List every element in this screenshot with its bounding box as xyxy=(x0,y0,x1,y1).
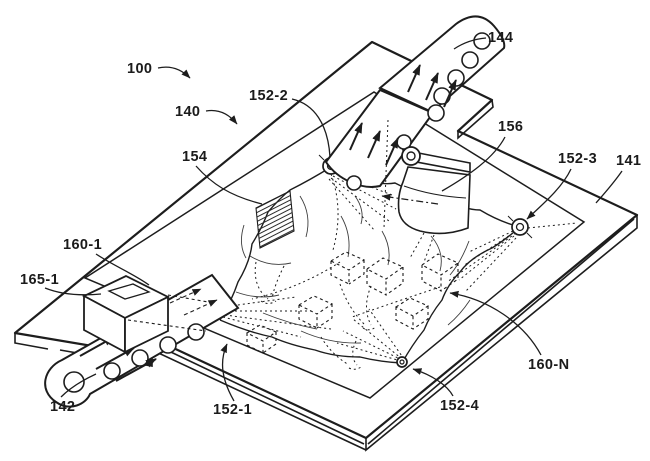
chute-inner-curve xyxy=(403,185,467,199)
sheet-depression-funnels xyxy=(254,261,377,370)
label-100: 100 xyxy=(127,61,153,77)
label-165-1: 165-1 xyxy=(20,272,60,288)
phantom-item-boxes xyxy=(245,251,460,354)
chute-plate xyxy=(397,166,471,235)
label-160-N: 160-N xyxy=(528,357,570,373)
chute-pivot-eyelet xyxy=(401,146,421,166)
leader-152-1 xyxy=(220,343,235,402)
label-160-1: 160-1 xyxy=(63,237,103,253)
leader-156 xyxy=(441,136,506,192)
item-path-phantom xyxy=(127,288,218,332)
label-141: 141 xyxy=(616,153,642,169)
infeed-rollers xyxy=(63,323,205,393)
leader-160-1 xyxy=(95,253,150,286)
leader-140 xyxy=(205,109,238,125)
label-154: 154 xyxy=(182,149,208,165)
item-box-right xyxy=(124,295,169,354)
item-box-label-patch xyxy=(107,283,151,300)
sheet-wrinkle-lines xyxy=(235,195,471,344)
leader-142 xyxy=(60,373,97,398)
chute-pivot-hole xyxy=(406,151,416,161)
platform-inner-frame xyxy=(83,91,586,399)
outfeed-hidden-edge xyxy=(383,119,389,229)
label-142: 142 xyxy=(50,399,76,415)
label-140: 140 xyxy=(175,104,201,120)
label-156: 156 xyxy=(498,119,524,135)
leader-152-4 xyxy=(412,368,454,397)
platform xyxy=(13,40,639,452)
leader-lines xyxy=(44,37,623,402)
leader-160-N xyxy=(449,290,542,356)
label-152-1: 152-1 xyxy=(213,402,253,418)
outfeed-direction-arrows xyxy=(349,64,457,166)
leader-152-2 xyxy=(291,98,331,158)
leader-100 xyxy=(157,66,191,79)
item-box xyxy=(82,274,171,354)
diverter-chute xyxy=(381,146,471,263)
leader-141 xyxy=(595,170,623,204)
leader-152-3 xyxy=(526,168,572,220)
label-152-4: 152-4 xyxy=(440,398,480,414)
chute-throw-arrow xyxy=(381,193,439,205)
platform-notch-tab xyxy=(457,99,494,140)
label-144: 144 xyxy=(488,30,514,46)
leader-165-1 xyxy=(44,287,102,296)
leader-154 xyxy=(195,165,263,205)
leader-144 xyxy=(453,37,487,50)
label-152-3: 152-3 xyxy=(558,151,598,167)
sheet-hatched-patch xyxy=(255,190,295,249)
label-152-2: 152-2 xyxy=(249,88,289,104)
